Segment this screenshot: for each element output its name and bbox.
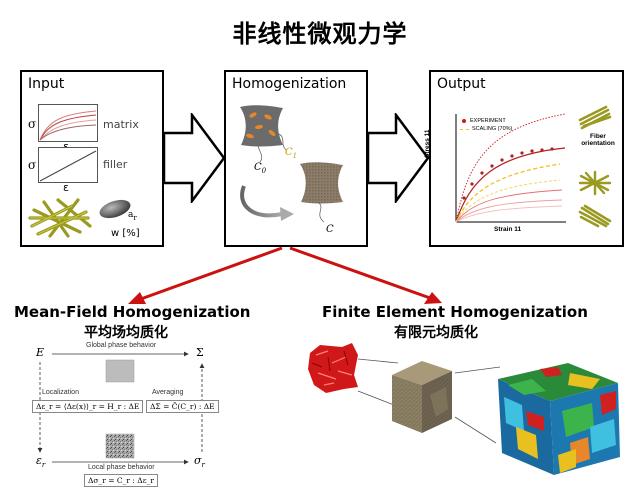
- curved-transform-arrow: [240, 185, 294, 221]
- fe-rve-images: [308, 343, 620, 475]
- homogenized-part-icon: [300, 162, 343, 204]
- meshed-cube: [392, 361, 452, 433]
- c1-label: C1: [285, 147, 297, 160]
- eps-label-matrix: ε: [63, 140, 69, 153]
- c0-label: C0: [254, 162, 266, 175]
- c1-leader-line: [278, 133, 287, 151]
- red-arrows: [128, 246, 442, 304]
- legend-experiment: EXPERIMENT: [462, 118, 506, 124]
- legend-experiment-marker: [462, 119, 466, 123]
- sigma-label-filler: σ: [28, 158, 37, 172]
- c0-letter: C: [254, 162, 262, 173]
- macro-strain-symbol: E: [36, 346, 45, 359]
- localization-label: Localization: [42, 389, 79, 396]
- local-phase-label: Local phase behavior: [88, 464, 155, 471]
- arrow-input-to-homog: [162, 113, 226, 203]
- legend-scaling-marker: [460, 128, 469, 130]
- output-x-axis-label: Strain 11: [494, 226, 522, 233]
- heterogeneous-part-icon: [240, 105, 283, 147]
- averaging-label: Averaging: [152, 389, 184, 396]
- meanfield-subtitle: 平均场均质化: [84, 325, 168, 341]
- matrix-stress-strain-plot: [38, 104, 98, 142]
- sigma-label-matrix: σ: [28, 117, 37, 131]
- fe-subtitle: 有限元均质化: [394, 325, 478, 341]
- c1-letter: C: [285, 147, 293, 158]
- localization-equation: Δε_r = ⟨Δε(x)⟩_r = H_r : ΔE: [32, 400, 144, 413]
- meanfield-diagram: [37, 351, 205, 465]
- input-heading: Input: [28, 76, 65, 92]
- homogenization-panel: [224, 70, 368, 247]
- weight-fraction-label: w [%]: [111, 228, 140, 239]
- legend-experiment-label: EXPERIMENT: [470, 118, 506, 124]
- local-stress-symbol: σr: [194, 454, 205, 469]
- aspect-ratio-label: ar: [128, 210, 137, 222]
- local-strain-symbol: εr: [36, 454, 45, 469]
- fiber-bundle-icon: [28, 198, 92, 238]
- local-stress-sub: r: [201, 461, 205, 470]
- local-stress-letter: σ: [194, 454, 202, 467]
- legend-scaling-label: SCALING (70%): [472, 126, 513, 132]
- inclusion-cube: [308, 343, 358, 393]
- fe-title: Finite Element Homogenization: [322, 303, 588, 321]
- page-title: 非线性微观力学: [232, 20, 408, 48]
- local-strain-letter: ε: [36, 454, 42, 467]
- local-phase-equation: Δσ_r = C_r : Δε_r: [84, 474, 158, 487]
- c0-leader-line: [257, 141, 263, 163]
- output-stress-strain-chart: [455, 113, 566, 223]
- c1-sub: 1: [292, 152, 298, 160]
- aspect-ratio-letter: a: [128, 210, 134, 220]
- c-leader-line: [317, 201, 325, 223]
- matrix-label: matrix: [103, 118, 139, 131]
- arrow-homog-to-output: [366, 113, 430, 203]
- fiber-orientation-icon-bottom: [578, 204, 612, 228]
- global-phase-label: Global phase behavior: [86, 342, 157, 349]
- legend-scaling: SCALING (70%): [460, 126, 512, 132]
- averaging-equation: ΔΣ = C̄(C_r) : ΔE: [146, 400, 219, 413]
- aspect-ratio-sub: r: [133, 213, 137, 222]
- filler-label: filler: [103, 158, 128, 171]
- fiber-orientation-icon-middle: [578, 170, 612, 196]
- c-label: C: [326, 224, 334, 235]
- macro-stress-symbol: Σ: [196, 346, 204, 359]
- output-y-axis-label: Stress 11: [424, 129, 431, 158]
- local-strain-sub: r: [41, 461, 46, 470]
- filler-stress-strain-plot: [38, 147, 98, 183]
- meanfield-title: Mean-Field Homogenization: [14, 303, 251, 321]
- eps-label-filler: ε: [63, 181, 69, 194]
- fiber-orientation-icon-top: [578, 105, 612, 130]
- ellipsoid-icon: [99, 199, 131, 219]
- fe-result-cube: [498, 363, 620, 475]
- c0-sub: 0: [261, 167, 267, 175]
- fiber-orientation-label: Fiber orientation: [581, 133, 615, 147]
- homogenization-heading: Homogenization: [232, 76, 347, 92]
- output-heading: Output: [437, 76, 486, 92]
